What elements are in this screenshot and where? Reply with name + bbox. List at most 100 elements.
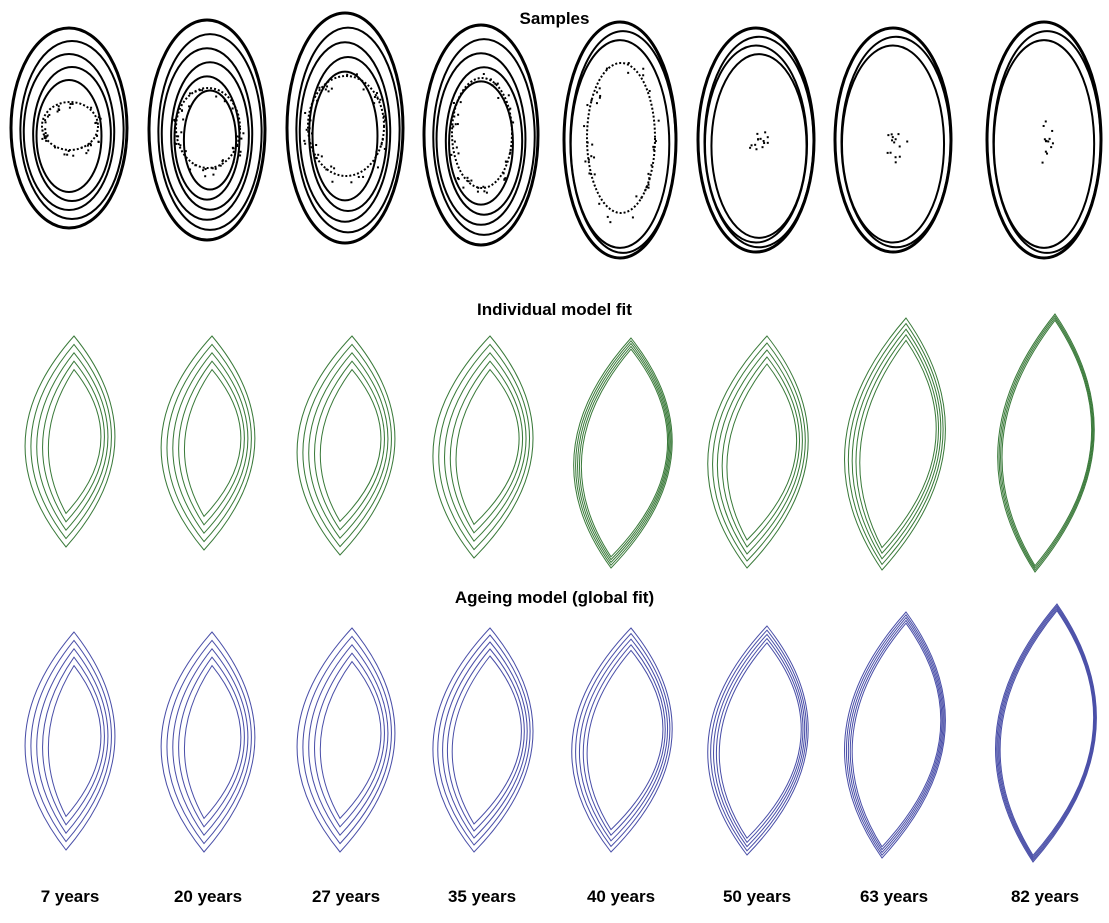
sample-speck	[47, 134, 49, 136]
lens-contour	[25, 632, 115, 850]
lens-contour-group	[297, 336, 395, 555]
sample-speck	[477, 187, 479, 189]
lens-contour	[848, 324, 943, 565]
sample-speck	[457, 114, 459, 116]
lens-contour-group	[161, 336, 255, 550]
sample-speck	[204, 175, 206, 177]
lens-contour-group	[572, 628, 672, 852]
sample-speck	[628, 62, 630, 64]
sample-speck	[599, 87, 601, 89]
lens-contour	[996, 604, 1097, 862]
sample-contour	[287, 13, 403, 243]
sample-speck	[1049, 138, 1051, 140]
sample-speck	[98, 141, 100, 143]
sample-speck	[181, 109, 183, 111]
lens-contour	[320, 370, 381, 522]
sample-speck	[315, 157, 317, 159]
sample-speck	[497, 97, 499, 99]
sample-speck	[462, 187, 464, 189]
sample-speck	[503, 172, 505, 174]
sample-speck	[456, 146, 458, 148]
lens-contour	[173, 649, 248, 835]
sample-speck	[215, 168, 217, 170]
sample-speck	[72, 155, 74, 157]
lens-contour	[439, 344, 530, 549]
sample-speck	[199, 89, 201, 91]
sample-speck	[189, 92, 191, 94]
sample-speck	[455, 123, 457, 125]
age-label: 20 years	[148, 887, 268, 907]
sample-speck	[906, 141, 908, 143]
sample-speck	[895, 161, 897, 163]
sample-speck	[652, 146, 654, 148]
sample-speck	[304, 112, 306, 114]
sample-speck	[494, 83, 496, 85]
sample-speck	[466, 177, 468, 179]
sample-speck	[185, 150, 187, 152]
lens-contour	[315, 653, 385, 827]
sample-speck	[44, 128, 46, 130]
sample-inner-ring	[308, 76, 384, 176]
lens-contour	[852, 329, 941, 559]
sample-speck	[890, 152, 892, 154]
sample-speck	[763, 140, 765, 142]
sample-speck	[588, 159, 590, 161]
sample-speck	[240, 138, 242, 140]
sample-speck	[224, 100, 226, 102]
sample-speck	[87, 149, 89, 151]
sample-speck	[658, 120, 660, 122]
sample-speck	[584, 160, 586, 162]
sample-speck	[588, 172, 590, 174]
sample-speck	[486, 192, 488, 194]
sample-speck	[648, 187, 650, 189]
sample-speck	[453, 116, 455, 118]
sample-speck	[315, 144, 317, 146]
lens-contour-group	[433, 336, 533, 558]
sample-speck	[309, 119, 311, 121]
sample-speck	[460, 101, 462, 103]
lens-contour	[722, 357, 799, 547]
sample-speck	[887, 152, 889, 154]
sample-speck	[651, 164, 653, 166]
sample-speck	[311, 132, 313, 134]
sample-speck	[328, 90, 330, 92]
sample-speck	[593, 156, 595, 158]
lens-contour	[456, 370, 519, 525]
sample-contour-group	[287, 13, 403, 243]
sample-speck	[497, 83, 499, 85]
sample-speck	[48, 114, 50, 116]
sample-speck	[891, 139, 893, 141]
sample-speck	[1045, 151, 1047, 153]
sample-speck	[1043, 125, 1045, 127]
sample-speck	[376, 92, 378, 94]
sample-speck	[763, 142, 765, 144]
sample-speck	[599, 95, 601, 97]
lens-contour-group	[297, 628, 395, 852]
lens-contour-group	[25, 336, 115, 547]
sample-contour-group	[424, 25, 538, 245]
sample-speck	[649, 90, 651, 92]
sample-speck	[508, 94, 510, 96]
ageing-model-row	[0, 590, 1109, 870]
sample-speck	[182, 118, 184, 120]
sample-speck	[333, 167, 335, 169]
sample-speck	[509, 152, 511, 154]
sample-speck	[202, 169, 204, 171]
sample-speck	[607, 216, 609, 218]
sample-speck	[453, 102, 455, 104]
sample-speck	[350, 181, 352, 183]
sample-speck	[609, 221, 611, 223]
sample-speck	[318, 87, 320, 89]
sample-speck	[892, 136, 894, 138]
sample-speck	[81, 147, 83, 149]
sample-speck	[450, 154, 452, 156]
lens-contour	[320, 662, 381, 819]
sample-speck	[598, 203, 600, 205]
sample-speck	[381, 143, 383, 145]
lens-contour-group	[845, 612, 946, 858]
sample-speck	[383, 115, 385, 117]
age-label: 50 years	[697, 887, 817, 907]
sample-speck	[215, 96, 217, 98]
sample-speck	[647, 173, 649, 175]
